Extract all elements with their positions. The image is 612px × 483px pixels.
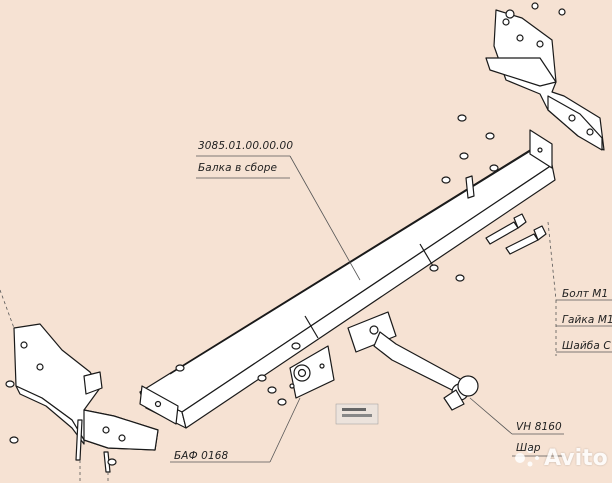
avito-logo-icon bbox=[515, 447, 539, 467]
right-bracket bbox=[485, 2, 605, 151]
baf-code-label: БАФ 0168 bbox=[174, 450, 229, 462]
tow-ball-arm bbox=[373, 331, 479, 411]
ball-mount-plate bbox=[289, 311, 397, 399]
nut-label: Гайка М1 bbox=[562, 314, 612, 326]
bolt-small-1 bbox=[465, 175, 475, 199]
beam-end-right bbox=[529, 129, 553, 169]
bolt-long-1 bbox=[485, 213, 527, 245]
bolt-label: Болт М1 bbox=[562, 288, 609, 300]
washer-label: Шайба С bbox=[562, 340, 611, 352]
main-beam bbox=[139, 144, 556, 429]
leader-lines bbox=[0, 155, 612, 483]
left-bracket bbox=[13, 323, 159, 451]
fasteners bbox=[5, 114, 499, 466]
beam-name-label: Балка в сборе bbox=[198, 162, 278, 174]
ball-code-label: VH 8160 bbox=[516, 421, 562, 433]
avito-watermark: Avito bbox=[544, 446, 608, 471]
beam-part-number-label: 3085.01.00.00.00 bbox=[198, 140, 294, 152]
beam-end-left bbox=[139, 385, 179, 425]
bolt-long-2 bbox=[505, 225, 547, 255]
small-sticker bbox=[335, 403, 379, 425]
ball-name-label: Шар bbox=[516, 442, 541, 454]
